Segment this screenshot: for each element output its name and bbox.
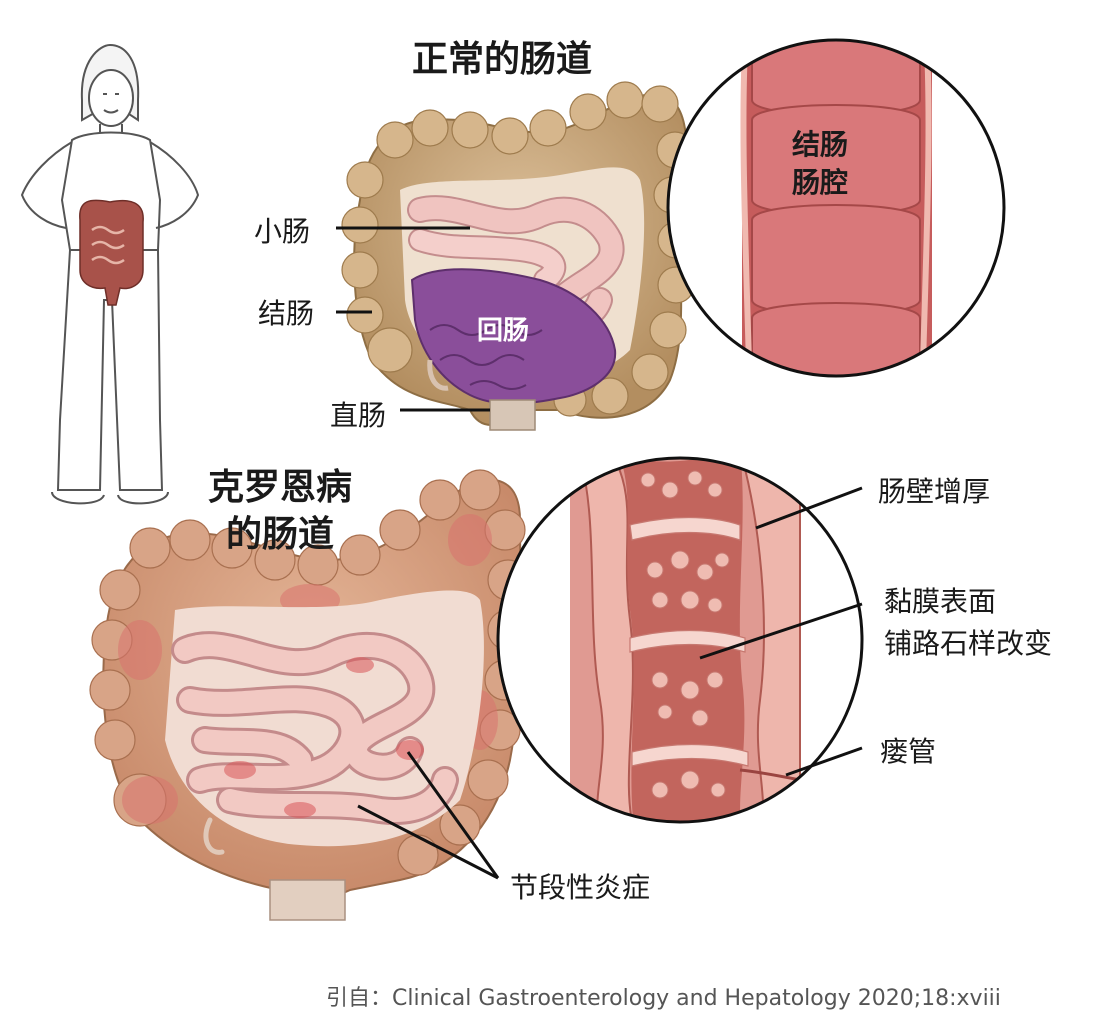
crohn-title-line1: 克罗恩病 — [208, 467, 353, 508]
label-mucosa-line2: 铺路石样改变 — [884, 627, 1053, 660]
normal-ileum — [410, 268, 617, 431]
label-fistula: 瘘管 — [880, 735, 937, 768]
citation: 引自：Clinical Gastroenterology and Hepatol… — [326, 986, 1001, 1011]
label-colon: 结肠 — [258, 297, 315, 330]
person-intestine-icon — [79, 199, 144, 306]
label-ileum: 回肠 — [477, 316, 530, 346]
label-colon-lumen-line1: 结肠 — [792, 128, 849, 161]
label-mucosa-line1: 黏膜表面 — [884, 585, 997, 618]
label-wall-thickening: 肠壁增厚 — [878, 475, 991, 508]
label-colon-lumen-line2: 肠腔 — [792, 166, 849, 199]
normal-pointer-lines — [336, 226, 490, 412]
crohn-lumen-magnifier — [496, 456, 864, 824]
normal-title: 正常的肠道 — [412, 39, 593, 80]
crohn-title-line2: 的肠道 — [226, 514, 335, 555]
normal-lumen-magnifier — [666, 38, 1006, 378]
crohn-pointer-lines — [357, 486, 863, 880]
label-small-intestine: 小肠 — [254, 215, 311, 248]
label-segmental-inflammation: 节段性炎症 — [510, 871, 651, 904]
label-rectum: 直肠 — [330, 399, 387, 432]
label-colon-lumen: 结肠 肠腔 — [792, 126, 848, 202]
crohn-small-intestine — [171, 631, 459, 921]
